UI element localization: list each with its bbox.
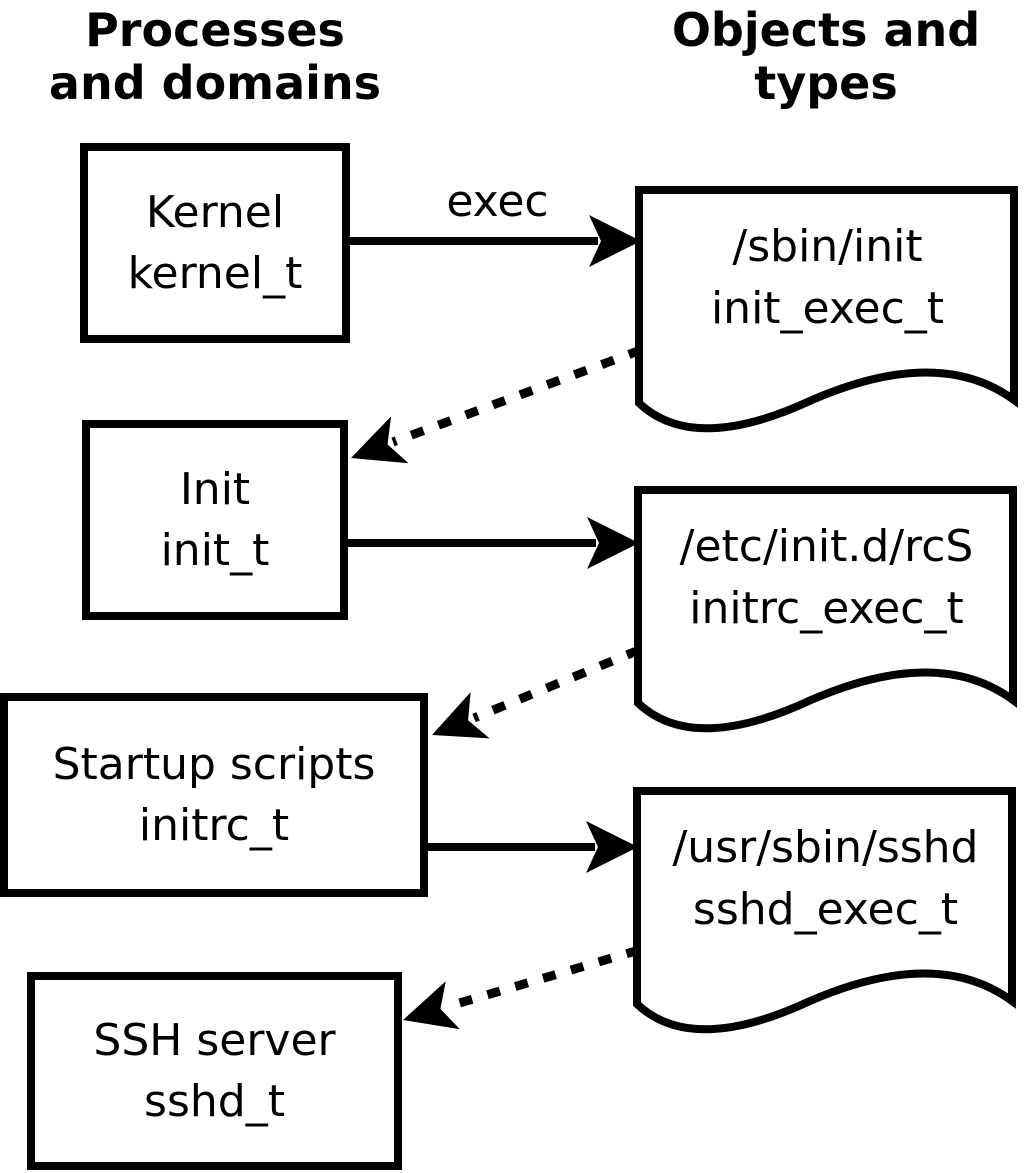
column-header-objects-line2: types: [754, 56, 898, 110]
exec-arrow-initrc-to-sshd-binary: [424, 821, 638, 873]
process-name: Kernel: [145, 187, 285, 238]
transition-arrow-sbin-init-to-init: [351, 345, 643, 464]
process-box-ssh-server: SSH server sshd_t: [27, 972, 402, 1170]
object-path: /sbin/init: [732, 221, 923, 272]
object-path: /etc/init.d/rcS: [679, 521, 974, 572]
process-box-kernel: Kernel kernel_t: [80, 143, 350, 343]
column-header-processes-line1: Processes: [85, 3, 345, 57]
document-shape-usr-sbin-sshd: [633, 787, 1016, 1034]
column-header-processes: Processes and domains: [15, 4, 415, 110]
column-header-objects-line1: Objects and: [671, 3, 981, 57]
exec-arrow-kernel-to-sbin-init: [346, 215, 641, 267]
object-type: init_exec_t: [710, 283, 945, 334]
document-shape-sbin-init: [635, 186, 1018, 433]
process-domain-type: initrc_t: [138, 800, 290, 851]
process-name: SSH server: [93, 1015, 336, 1066]
object-path: /usr/sbin/sshd: [672, 822, 979, 873]
process-box-startup-scripts: Startup scripts initrc_t: [0, 693, 428, 897]
transition-arrow-sshd-binary-to-sshd: [403, 945, 641, 1030]
object-label-usr-sbin-sshd: /usr/sbin/sshd sshd_exec_t: [637, 791, 1014, 981]
object-type: initrc_exec_t: [689, 583, 964, 634]
process-name: Startup scripts: [52, 739, 376, 790]
process-domain-type: kernel_t: [127, 248, 303, 299]
object-type: sshd_exec_t: [692, 884, 959, 935]
process-domain-type: sshd_t: [144, 1076, 285, 1127]
process-box-init: Init init_t: [82, 420, 348, 620]
exec-arrow-label: exec: [446, 176, 549, 227]
object-label-sbin-init: /sbin/init init_exec_t: [639, 190, 1016, 380]
exec-arrow-init-to-rcs: [344, 517, 639, 569]
column-header-objects: Objects and types: [628, 4, 1024, 110]
transition-arrow-rcs-to-initrc: [432, 645, 641, 739]
column-header-processes-line2: and domains: [48, 56, 382, 110]
object-label-etc-initd-rcs: /etc/init.d/rcS initrc_exec_t: [638, 490, 1015, 680]
process-domain-type: init_t: [160, 525, 270, 576]
document-shape-etc-initd-rcs: [634, 486, 1017, 733]
process-name: Init: [179, 464, 251, 515]
